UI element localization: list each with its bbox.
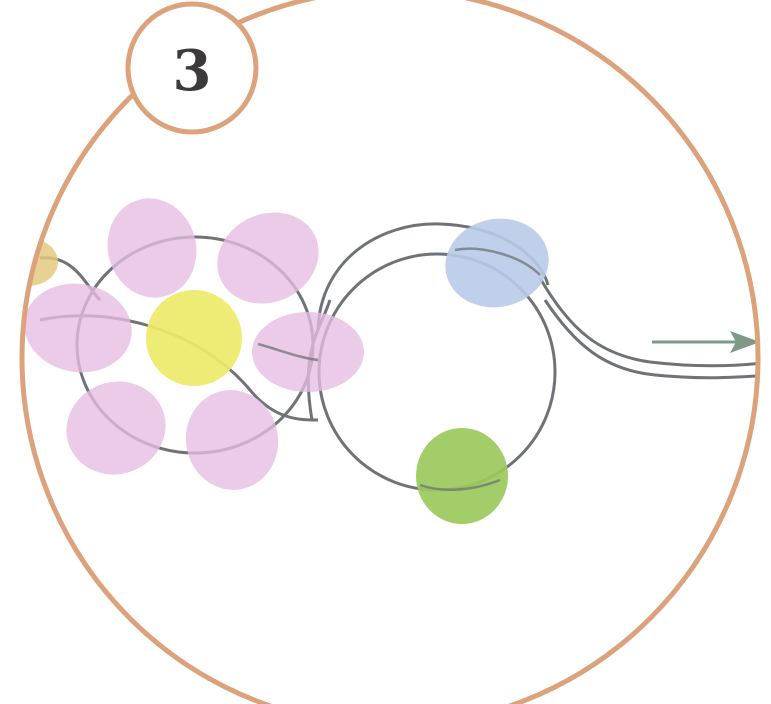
petal-bead-bottom-right <box>178 383 286 497</box>
wire-exit-upper <box>540 278 771 366</box>
green-bead <box>416 428 508 524</box>
frame-circle <box>22 0 758 704</box>
petal-bead-bottom-left <box>53 368 178 489</box>
petal-bead-left <box>17 275 139 380</box>
center-bead <box>146 290 242 386</box>
arrow-right-icon <box>652 331 760 353</box>
petal-bead-top-left <box>97 188 208 307</box>
step-badge: 3 <box>128 4 256 132</box>
step-number: 3 <box>173 38 212 104</box>
petal-bead-right <box>252 312 364 392</box>
